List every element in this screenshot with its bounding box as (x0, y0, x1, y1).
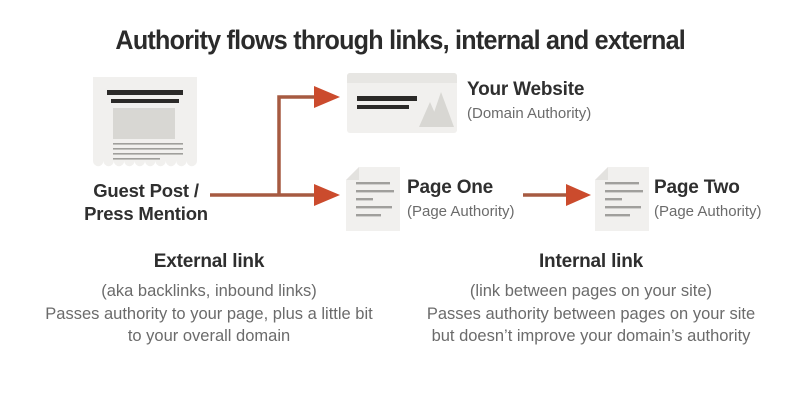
text-line (605, 190, 643, 193)
internal-link-note: Internal link (link between pages on you… (394, 251, 788, 348)
text-line (113, 158, 160, 160)
external-link-line: (aka backlinks, inbound links) (101, 282, 317, 300)
page-fold (346, 167, 359, 180)
headline-bar (357, 96, 417, 101)
text-line (605, 214, 630, 217)
internal-link-heading: Internal link (538, 251, 644, 272)
external-link-note: External link (aka backlinks, inbound li… (13, 251, 405, 348)
page-two-subtitle: (Page Authority) (654, 203, 762, 220)
external-link-line: to your overall domain (127, 327, 291, 345)
page-title: Authority flows through links, internal … (0, 25, 800, 56)
text-line (356, 206, 392, 209)
browser-top-bar (347, 73, 457, 83)
page-title-text: Authority flows through links, internal … (115, 25, 685, 55)
guest-post-label: Guest Post / Press Mention (48, 179, 244, 225)
text-line (605, 182, 639, 185)
arrowhead-to-website-icon (314, 86, 340, 108)
external-link-heading: External link (153, 251, 265, 272)
headline-bar-2 (357, 105, 409, 109)
page-one-subtitle: (Page Authority) (407, 203, 515, 220)
arrowhead-to-page-one-icon (314, 184, 340, 206)
page-fold (595, 167, 608, 180)
document-page-icon (346, 167, 400, 231)
document-page-icon (595, 167, 649, 231)
headline-bar-2 (111, 99, 179, 103)
internal-link-line: but doesn’t improve your domain’s author… (431, 327, 751, 345)
arrowhead-to-page-two-icon (566, 184, 591, 206)
browser-window-icon (347, 73, 457, 133)
internal-link-line: Passes authority between pages on your s… (426, 304, 756, 323)
text-line (605, 206, 641, 209)
page-two-label: Page Two (Page Authority) (654, 177, 762, 220)
page-two-title: Page Two (654, 177, 740, 198)
text-line (113, 153, 183, 155)
text-line (113, 148, 183, 150)
headline-bar (107, 90, 183, 95)
your-website-label: Your Website (Domain Authority) (467, 79, 591, 122)
text-line (356, 182, 390, 185)
internal-link-line: (link between pages on your site) (469, 282, 713, 300)
guest-post-label-line2: Press Mention (84, 203, 208, 224)
article-clipping-icon (93, 77, 197, 167)
page-one-title: Page One (407, 177, 494, 198)
external-link-line: Passes authority to your page, plus a li… (45, 304, 373, 323)
page-one-label: Page One (Page Authority) (407, 177, 515, 220)
text-line (356, 190, 394, 193)
arrow-elbow-line (210, 95, 316, 197)
text-line (605, 198, 622, 201)
text-line (356, 198, 373, 201)
text-line (356, 214, 381, 217)
mountain-large (429, 92, 454, 127)
guest-post-label-line1: Guest Post / (93, 180, 199, 201)
article-image-placeholder (113, 108, 175, 139)
text-line (113, 143, 183, 145)
your-website-subtitle: (Domain Authority) (467, 105, 592, 122)
your-website-title: Your Website (467, 79, 585, 100)
